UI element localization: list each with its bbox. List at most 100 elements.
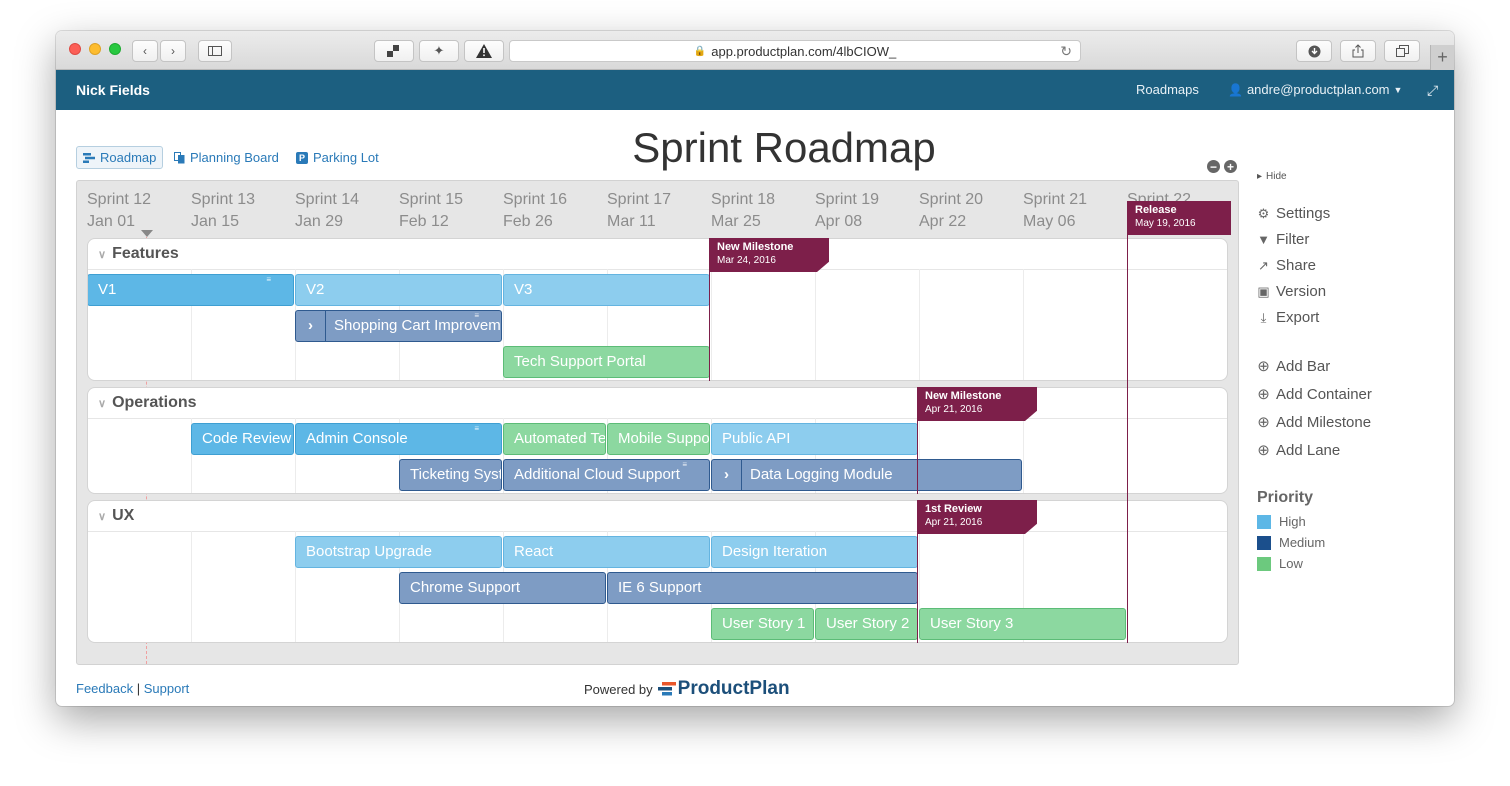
legend-label: High: [1279, 514, 1306, 529]
reload-icon[interactable]: ↻: [1060, 43, 1072, 59]
bar-label: Admin Console: [306, 430, 408, 447]
roadmap-bar[interactable]: Tech Support Portal: [503, 346, 710, 378]
sprint-name: Sprint 16: [503, 191, 568, 208]
address-bar[interactable]: 🔒 app.productplan.com/4lbCIOW_ ↻: [509, 40, 1081, 62]
sidebar-action-label: Settings: [1276, 205, 1331, 222]
sprint-name: Sprint 12: [87, 191, 152, 208]
back-button[interactable]: ‹: [132, 40, 158, 62]
drag-handle-icon[interactable]: ≡: [474, 311, 479, 320]
zoom-out-button[interactable]: −: [1207, 160, 1220, 173]
roadmap-bar[interactable]: User Story 2: [815, 608, 918, 640]
legend-swatch: [1257, 514, 1271, 529]
tab-planning-board[interactable]: Planning Board: [168, 146, 285, 169]
fullscreen-button[interactable]: ⤢: [1427, 82, 1438, 99]
extension-button-1[interactable]: [374, 40, 414, 62]
lane-title[interactable]: ∨Operations: [98, 394, 197, 412]
roadmap-bar[interactable]: Admin Console ≡: [295, 423, 502, 455]
lane-divider: [88, 269, 1227, 270]
sidebar-add-milestone[interactable]: ⊕Add Milestone: [1257, 413, 1371, 432]
expand-chevron-icon[interactable]: ›: [296, 311, 326, 341]
sprint-name: Sprint 17: [607, 191, 672, 208]
roadmap-bar[interactable]: Ticketing System: [399, 459, 502, 491]
roadmap-bar[interactable]: V2: [295, 274, 502, 306]
productplan-logo[interactable]: ProductPlan: [657, 678, 790, 700]
minimize-window-button[interactable]: [89, 43, 101, 55]
downloads-button[interactable]: [1296, 40, 1332, 62]
share-button[interactable]: [1340, 40, 1376, 62]
roadmap-bar[interactable]: ›Data Logging Module: [711, 459, 1022, 491]
lock-icon: 🔒: [693, 45, 707, 57]
account-menu[interactable]: 👤 andre@productplan.com ▼: [1228, 82, 1402, 97]
sidebar-action-filter[interactable]: ▼Filter: [1257, 231, 1309, 248]
sidebar-add-bar[interactable]: ⊕Add Bar: [1257, 357, 1330, 376]
sidebar-add-container[interactable]: ⊕Add Container: [1257, 385, 1372, 404]
zoom-in-button[interactable]: +: [1224, 160, 1237, 173]
extension-button-3[interactable]: [464, 40, 504, 62]
sidebar-action-settings[interactable]: ⚙Settings: [1257, 205, 1331, 222]
tab-label: Parking Lot: [313, 150, 379, 165]
roadmap-bar[interactable]: V3: [503, 274, 710, 306]
sidebar-toggle-button[interactable]: [198, 40, 232, 62]
support-link[interactable]: Support: [143, 681, 190, 696]
roadmap-bar[interactable]: IE 6 Support: [607, 572, 918, 604]
sidebar-add-lane[interactable]: ⊕Add Lane: [1257, 441, 1340, 460]
roadmap-bar[interactable]: User Story 1: [711, 608, 814, 640]
roadmap-bar[interactable]: Code Review: [191, 423, 294, 455]
roadmap-bar[interactable]: Bootstrap Upgrade: [295, 536, 502, 568]
sprint-name: Sprint 15: [399, 191, 464, 208]
footer-links: Feedback | Support: [76, 681, 189, 696]
roadmap-bar[interactable]: Mobile Support: [607, 423, 710, 455]
roadmap-bar[interactable]: Chrome Support: [399, 572, 606, 604]
user-name[interactable]: Nick Fields: [76, 82, 150, 98]
lane-title[interactable]: ∨Features: [98, 245, 179, 263]
forward-button[interactable]: ›: [160, 40, 186, 62]
roadmap-bar[interactable]: React: [503, 536, 710, 568]
sidebar-action-share[interactable]: ↗Share: [1257, 257, 1316, 274]
roadmap-bar[interactable]: User Story 3: [919, 608, 1126, 640]
tab-parking-lot[interactable]: P Parking Lot: [290, 146, 385, 169]
roadmap-bar[interactable]: V1≡: [88, 274, 294, 306]
release-name: Release: [1135, 204, 1177, 216]
legend-label: Low: [1279, 556, 1303, 571]
feedback-link[interactable]: Feedback: [76, 681, 134, 696]
lane-title[interactable]: ∨UX: [98, 507, 134, 525]
sidebar-icon: [208, 46, 222, 56]
roadmap-bar[interactable]: ›Shopping Cart Improvements≡: [295, 310, 502, 342]
sprint-gridline: [815, 269, 816, 380]
tab-roadmap[interactable]: Roadmap: [76, 146, 164, 169]
sidebar-action-version[interactable]: ▣Version: [1257, 283, 1326, 300]
close-window-button[interactable]: [69, 43, 81, 55]
tabs-overview-button[interactable]: [1384, 40, 1420, 62]
bar-label: IE 6 Support: [618, 579, 702, 596]
milestone-name: New Milestone: [925, 390, 1002, 402]
roadmaps-link[interactable]: Roadmaps: [1136, 82, 1199, 97]
bar-label: Additional Cloud Support: [514, 466, 680, 483]
sidebar-action-export[interactable]: ⤓Export: [1257, 309, 1320, 326]
drag-handle-icon[interactable]: ≡: [266, 275, 271, 284]
roadmap-bar[interactable]: Additional Cloud Support≡: [503, 459, 710, 491]
drag-handle-icon[interactable]: ≡: [474, 424, 479, 433]
roadmap-bar[interactable]: Automated Testing: [503, 423, 606, 455]
roadmap-bar[interactable]: Design Iteration: [711, 536, 918, 568]
zoom-window-button[interactable]: [109, 43, 121, 55]
hide-label: Hide: [1266, 171, 1287, 182]
new-tab-button[interactable]: +: [1430, 45, 1454, 70]
expand-chevron-icon[interactable]: ›: [712, 460, 742, 490]
hide-sidebar-button[interactable]: ▸ Hide: [1257, 171, 1287, 182]
parking-lot-icon: P: [296, 151, 308, 164]
roadmap-bar[interactable]: Public API: [711, 423, 918, 455]
extension-button-2[interactable]: ✦: [419, 40, 459, 62]
drag-handle-icon[interactable]: ≡: [682, 460, 687, 469]
